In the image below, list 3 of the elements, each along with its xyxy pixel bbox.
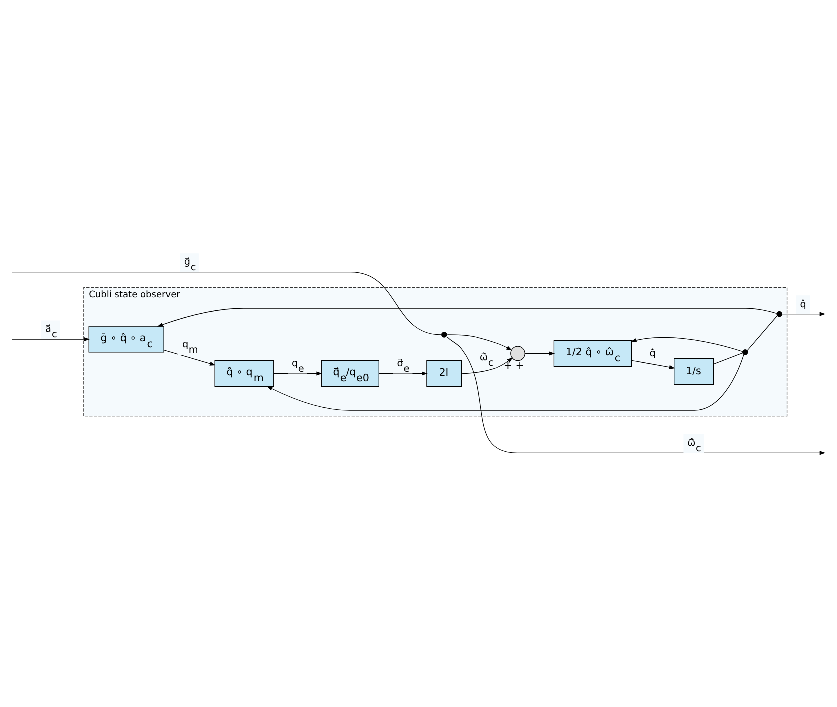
- node-label: + +: [504, 360, 524, 372]
- edge-label: q̂̇: [650, 348, 656, 360]
- edge-label: q̂: [800, 300, 806, 311]
